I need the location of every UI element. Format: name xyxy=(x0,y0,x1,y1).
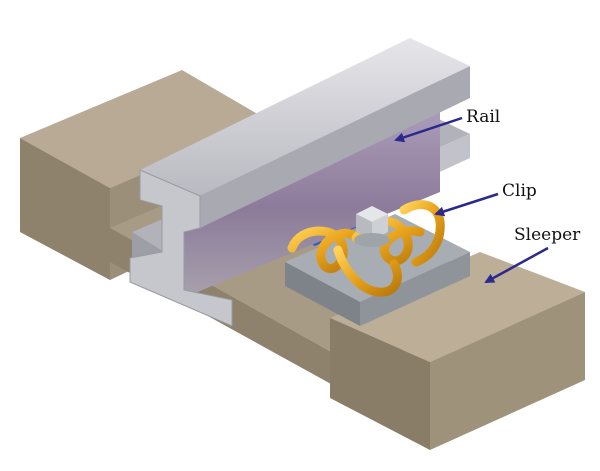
rail-label: Rail xyxy=(466,107,500,127)
rail xyxy=(129,38,470,327)
clip-label: Clip xyxy=(502,181,537,201)
sleeper-callout: Sleeper xyxy=(484,225,581,284)
bolt xyxy=(354,206,390,247)
clip-arrow xyxy=(434,192,499,217)
right-sleeper xyxy=(330,252,585,450)
baseplate xyxy=(285,214,470,326)
sleeper-arrow xyxy=(484,246,549,284)
sleeper-label: Sleeper xyxy=(514,225,581,245)
rail-arrow xyxy=(394,116,463,143)
rail-callout: Rail xyxy=(394,107,500,143)
clip-callout: Clip xyxy=(434,181,537,217)
